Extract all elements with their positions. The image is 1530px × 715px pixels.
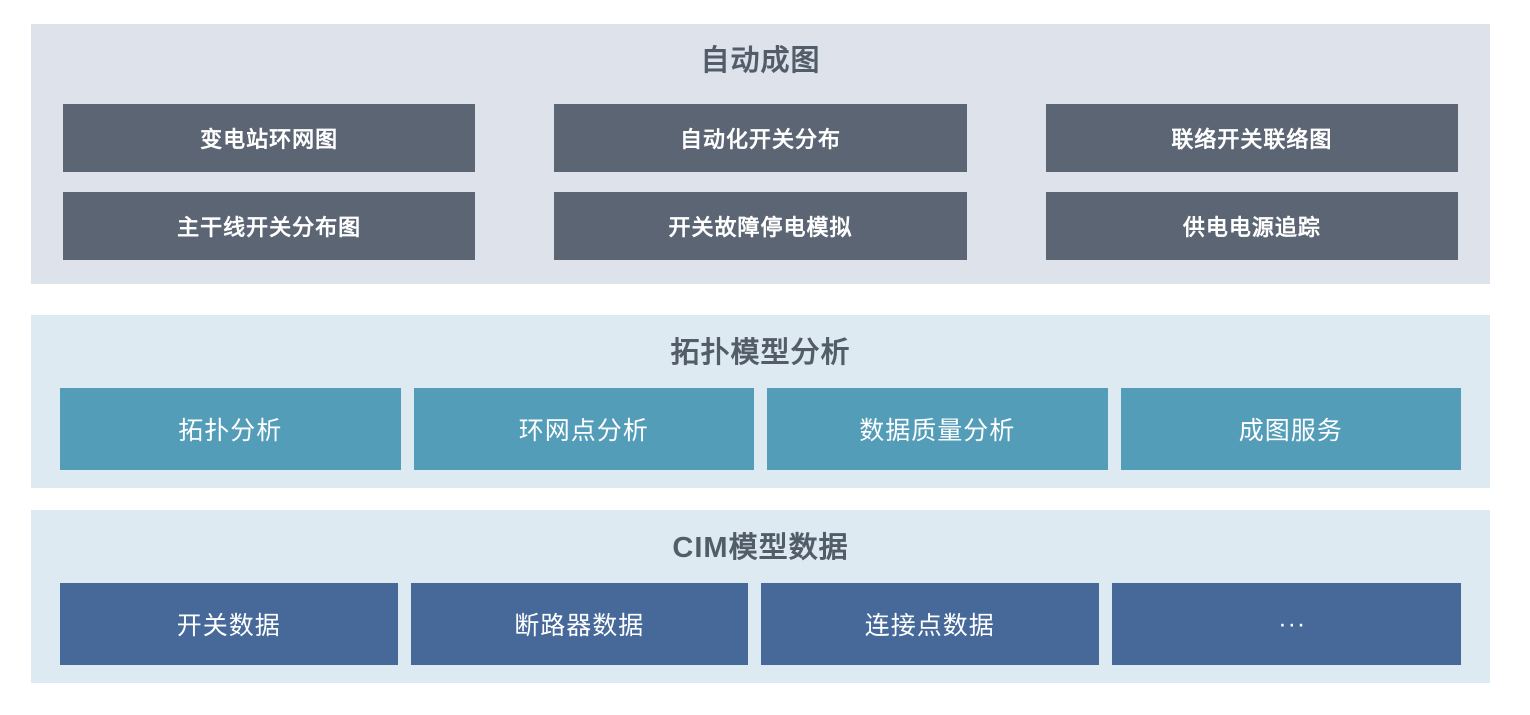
section-cim-model-data: CIM模型数据 开关数据 断路器数据 连接点数据 ··· bbox=[31, 510, 1490, 683]
box-trunk-line-switch-distribution: 主干线开关分布图 bbox=[63, 192, 476, 260]
section-auto-diagram-title: 自动成图 bbox=[700, 45, 821, 77]
box-data-quality-analysis: 数据质量分析 bbox=[767, 388, 1108, 470]
box-diagram-service: 成图服务 bbox=[1120, 388, 1461, 470]
box-substation-ring-diagram: 变电站环网图 bbox=[63, 104, 476, 172]
box-power-source-tracing: 供电电源追踪 bbox=[1045, 192, 1458, 260]
box-switch-data: 开关数据 bbox=[60, 583, 398, 665]
cim-data-row: 开关数据 断路器数据 连接点数据 ··· bbox=[60, 583, 1461, 665]
box-switch-fault-outage-simulation: 开关故障停电模拟 bbox=[554, 192, 967, 260]
section-cim-title: CIM模型数据 bbox=[672, 532, 849, 564]
section-topology-title: 拓扑模型分析 bbox=[670, 337, 851, 369]
box-automated-switch-distribution: 自动化开关分布 bbox=[554, 104, 967, 172]
box-ring-point-analysis: 环网点分析 bbox=[413, 388, 754, 470]
box-breaker-data: 断路器数据 bbox=[410, 583, 748, 665]
auto-diagram-grid: 变电站环网图 自动化开关分布 联络开关联络图 主干线开关分布图 开关故障停电模拟… bbox=[63, 104, 1458, 260]
box-connection-point-data: 连接点数据 bbox=[761, 583, 1099, 665]
section-auto-diagram: 自动成图 变电站环网图 自动化开关分布 联络开关联络图 主干线开关分布图 开关故… bbox=[31, 24, 1490, 284]
section-topology-model-analysis: 拓扑模型分析 拓扑分析 环网点分析 数据质量分析 成图服务 bbox=[31, 315, 1490, 488]
box-topology-analysis: 拓扑分析 bbox=[60, 388, 401, 470]
box-more-data-ellipsis: ··· bbox=[1111, 583, 1461, 665]
box-tie-switch-connection-diagram: 联络开关联络图 bbox=[1045, 104, 1458, 172]
topology-analysis-row: 拓扑分析 环网点分析 数据质量分析 成图服务 bbox=[60, 388, 1461, 470]
